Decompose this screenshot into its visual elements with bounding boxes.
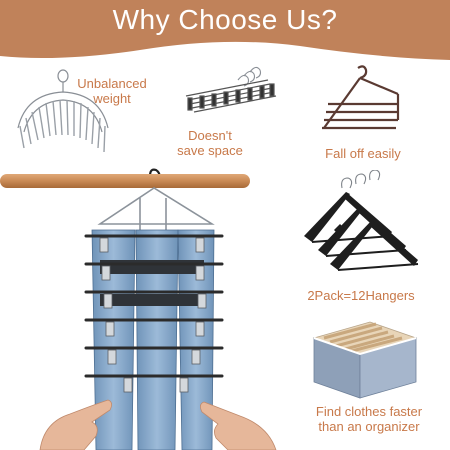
feature-2pack-12hangers: 2Pack=12Hangers [296,288,426,303]
feature-find-clothes-faster: Find clothes faster than an organizer [300,404,438,434]
banner-title: Why Choose Us? [112,4,338,35]
header-banner [0,0,450,60]
feature-label-line: Doesn't [188,128,232,143]
feature-unbalanced-weight: Unbalanced weight [72,76,152,106]
feature-label-line: Unbalanced [77,76,147,91]
feature-fall-off-easily: Fall off easily [308,146,418,161]
fabric-organizer-box-icon [312,321,418,399]
feature-doesnt-save-space: Doesn't save space [170,128,250,158]
feature-label-line: 2Pack=12Hangers [307,288,415,303]
circular-clip-hanger-icon [17,69,109,153]
stacked-clip-hangers-icon [185,66,277,113]
feature-label-line: weight [93,91,131,106]
feature-label-line: save space [177,143,243,158]
feature-label-line: Find clothes faster [315,404,423,419]
feature-label-line: Fall off easily [325,146,401,161]
feature-label-line: than an organizer [318,419,420,434]
tiered-pants-hanger-with-jeans-illustration [0,168,277,450]
black-plastic-hangers-icon [304,170,419,271]
open-end-pants-hanger-icon [322,65,400,130]
